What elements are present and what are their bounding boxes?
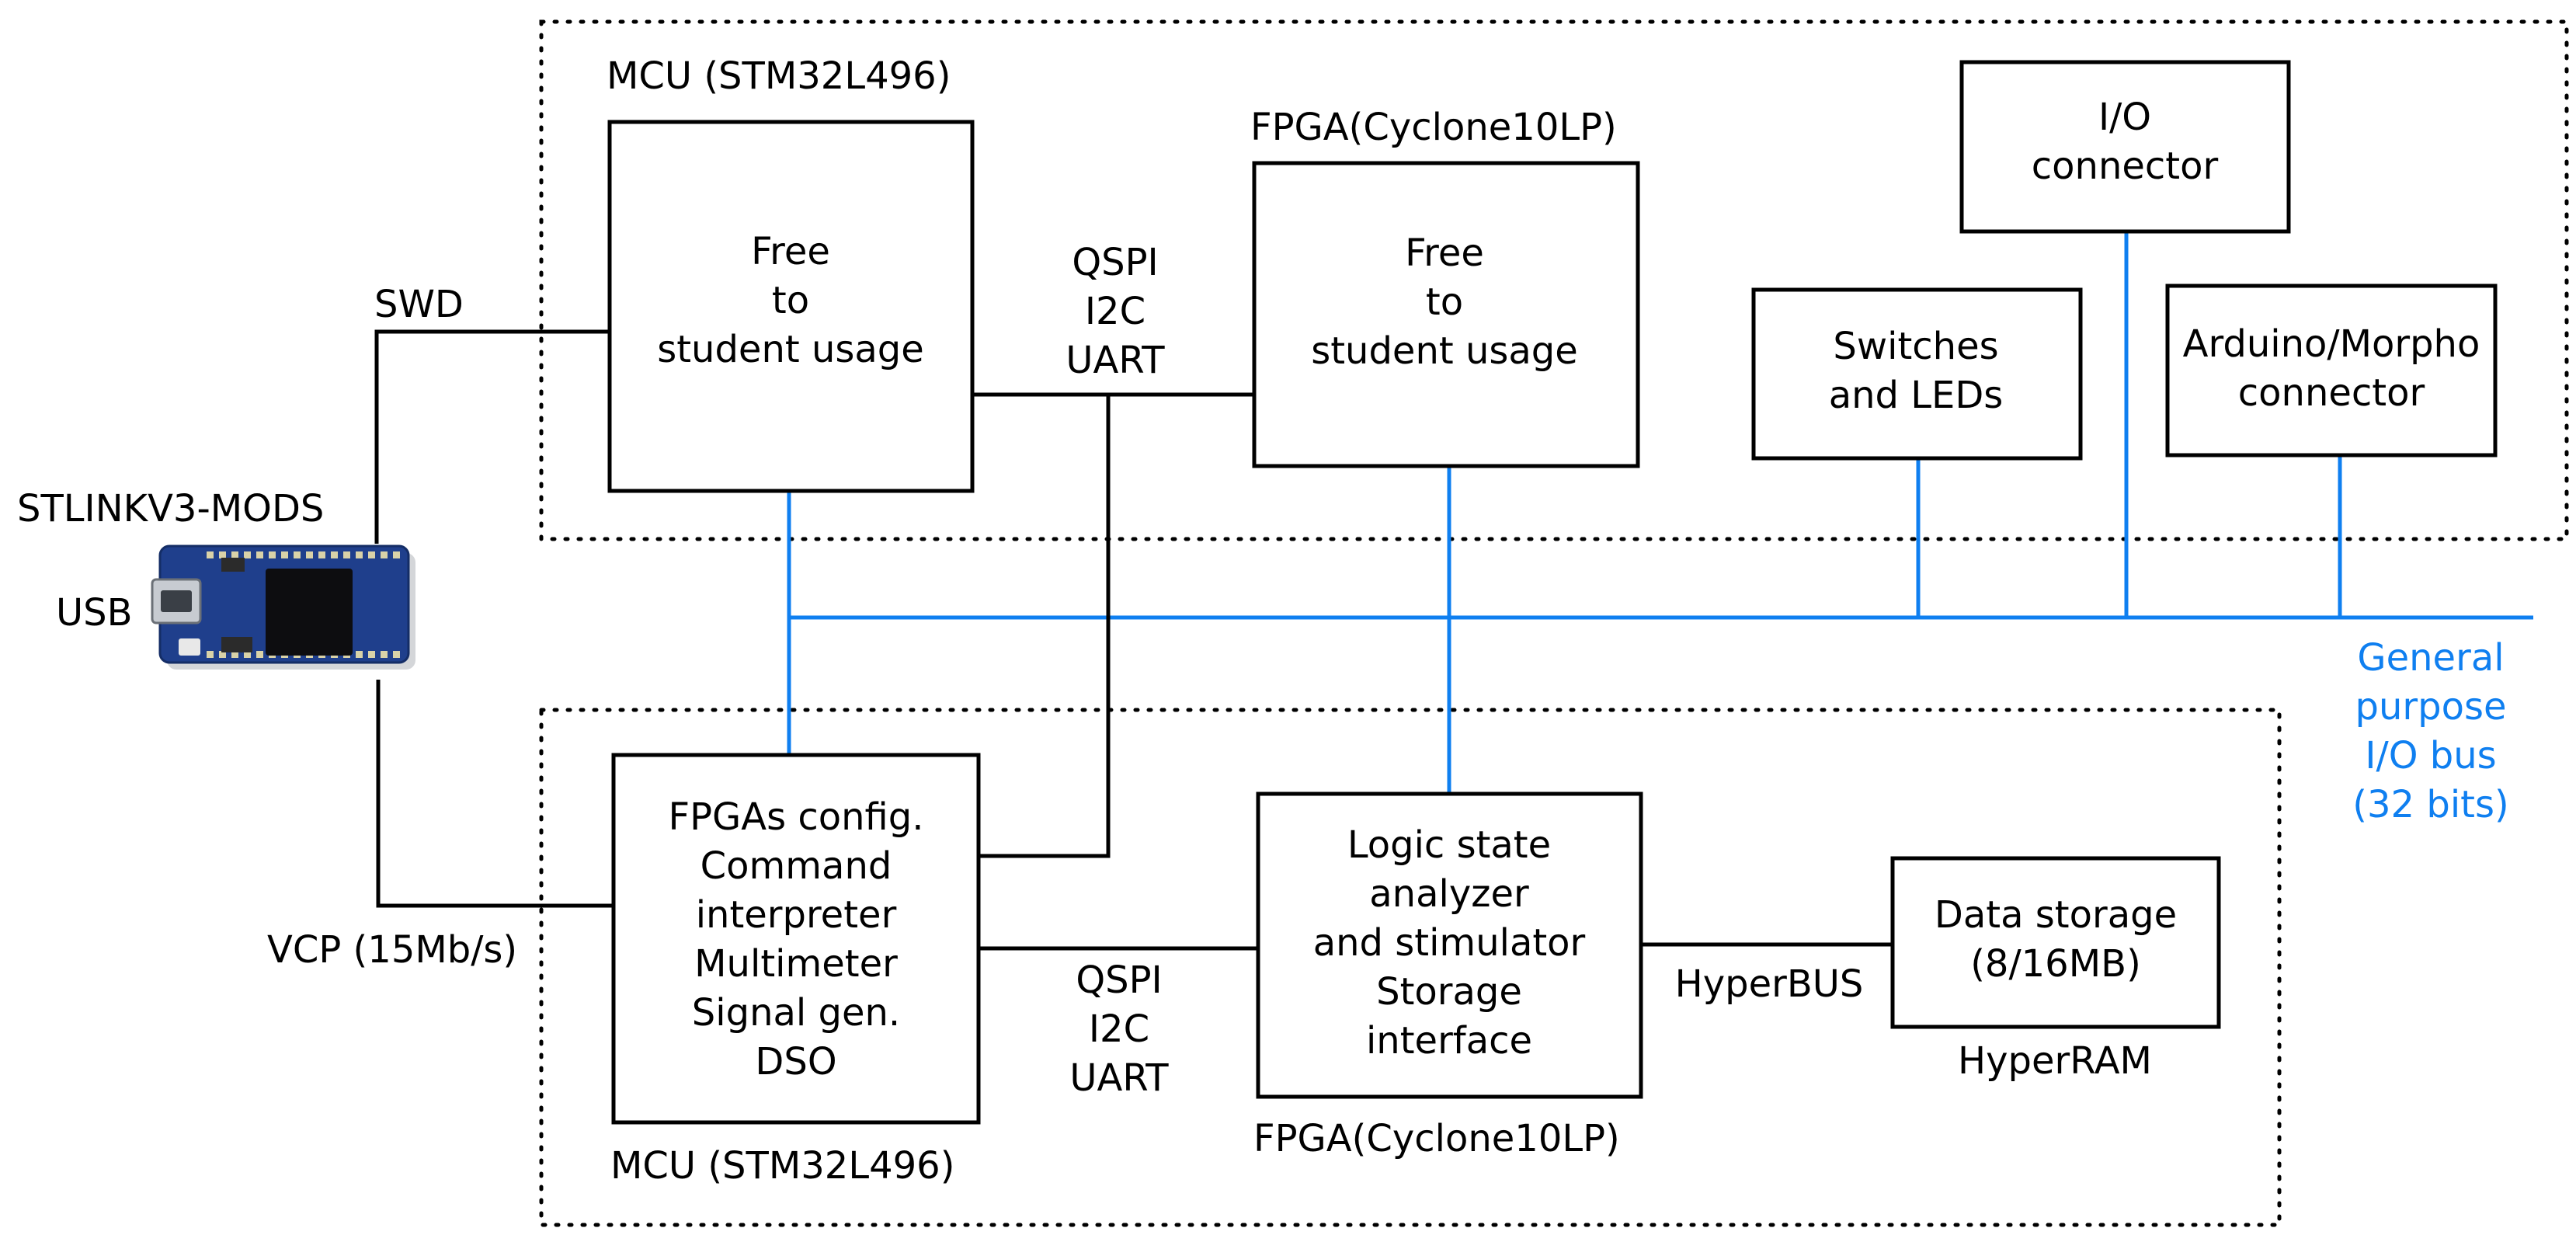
top-link-qspi: QSPI bbox=[1072, 241, 1158, 284]
bottom-mcu-line-6: DSO bbox=[755, 1040, 836, 1084]
header-pad bbox=[219, 551, 226, 558]
bottom-fpga-line-2: analyzer bbox=[1369, 872, 1529, 916]
header-pad bbox=[393, 551, 400, 558]
header-pad bbox=[381, 551, 388, 558]
header-pad bbox=[356, 551, 363, 558]
bottom-mcu-line-2: Command bbox=[700, 844, 892, 888]
top-mcu-line-1: Free bbox=[751, 230, 830, 273]
header-pad bbox=[393, 651, 400, 658]
top-fpga-line-1: Free bbox=[1405, 231, 1484, 275]
swd-wire bbox=[374, 329, 610, 544]
bottom-fpga-line-1: Logic state bbox=[1347, 823, 1551, 867]
data-storage-box bbox=[1890, 856, 2221, 1029]
swd-label: SWD bbox=[374, 283, 464, 326]
bottom-fpga-line-5: interface bbox=[1366, 1019, 1532, 1063]
stm32-chip-icon bbox=[266, 569, 353, 656]
top-mcu-caption: MCU (STM32L496) bbox=[607, 54, 951, 98]
usb-label: USB bbox=[56, 591, 133, 635]
stlinkv3-mods-board-icon bbox=[151, 544, 415, 670]
debugger-name: STLINKV3-MODS bbox=[17, 487, 324, 531]
header-pad bbox=[368, 651, 375, 658]
top-mcu-line-2: to bbox=[772, 279, 809, 322]
bottom-link-uart: UART bbox=[1069, 1056, 1169, 1100]
header-pad bbox=[368, 551, 375, 558]
top-link-i2c: I2C bbox=[1085, 290, 1145, 333]
io-connector-line-1: I/O bbox=[2098, 96, 2151, 139]
storage-caption: HyperRAM bbox=[1958, 1039, 2152, 1083]
top-link-uart: UART bbox=[1066, 339, 1165, 382]
header-pad bbox=[281, 551, 288, 558]
hyperbus-label: HyperBUS bbox=[1675, 962, 1864, 1006]
storage-line-1: Data storage bbox=[1935, 893, 2177, 937]
bottom-mcu-caption: MCU (STM32L496) bbox=[610, 1144, 954, 1188]
arduino-line-2: connector bbox=[2238, 371, 2425, 415]
top-fpga-box bbox=[1252, 161, 1640, 468]
header-pad bbox=[256, 551, 263, 558]
arduino-connector-box bbox=[2165, 284, 2498, 457]
header-pad bbox=[294, 551, 301, 558]
io-bus bbox=[787, 231, 2533, 794]
header-pad bbox=[231, 551, 238, 558]
top-mcu-line-3: student usage bbox=[657, 328, 924, 371]
bottom-link-qspi: QSPI bbox=[1076, 958, 1162, 1002]
vcp-wire bbox=[376, 680, 614, 908]
header-pad bbox=[356, 651, 363, 658]
switches-line-1: Switches bbox=[1833, 325, 1998, 368]
header-pad bbox=[318, 551, 325, 558]
io-connector-box bbox=[1959, 60, 2291, 234]
bottom-mcu-box bbox=[611, 753, 981, 1125]
switches-leds-box bbox=[1751, 287, 2083, 461]
header-pad bbox=[306, 551, 313, 558]
storage-line-2: (8/16MB) bbox=[1970, 942, 2141, 986]
header-pad bbox=[207, 651, 214, 658]
header-pad bbox=[269, 551, 276, 558]
header-pad bbox=[244, 651, 251, 658]
bus-label-line-1: General bbox=[2357, 636, 2504, 680]
header-pad bbox=[256, 651, 263, 658]
switches-line-2: and LEDs bbox=[1829, 374, 2004, 417]
bottom-fpga-line-3: and stimulator bbox=[1313, 921, 1586, 965]
top-fpga-line-3: student usage bbox=[1311, 329, 1578, 373]
wiring bbox=[374, 329, 1893, 951]
header-pad bbox=[381, 651, 388, 658]
top-link-to-bottom-mcu bbox=[979, 395, 1111, 858]
top-fpga-caption: FPGA(Cyclone10LP) bbox=[1250, 106, 1617, 149]
vcp-label: VCP (15Mb/s) bbox=[267, 928, 517, 972]
header-pad bbox=[331, 551, 338, 558]
bottom-mcu-line-4: Multimeter bbox=[694, 942, 898, 986]
header-pad bbox=[231, 651, 238, 658]
header-pad bbox=[343, 551, 350, 558]
bottom-mcu-line-5: Signal gen. bbox=[692, 991, 900, 1035]
bottom-fpga-line-4: Storage bbox=[1376, 970, 1522, 1014]
top-section-outline bbox=[539, 19, 2569, 541]
bottom-mcu-line-3: interpreter bbox=[696, 893, 897, 937]
top-mcu-box bbox=[607, 120, 975, 493]
io-connector-line-2: connector bbox=[2032, 144, 2219, 188]
top-fpga-line-2: to bbox=[1426, 280, 1463, 324]
bus-label-line-2: purpose bbox=[2355, 685, 2507, 729]
header-pad bbox=[244, 551, 251, 558]
bottom-section-outline bbox=[539, 708, 2282, 1227]
header-pad bbox=[219, 651, 226, 658]
bus-label-line-3: I/O bus bbox=[2365, 734, 2496, 778]
bottom-fpga-box bbox=[1256, 791, 1643, 1099]
header-pad bbox=[207, 551, 214, 558]
arduino-line-1: Arduino/Morpho bbox=[2183, 322, 2480, 366]
bus-label-line-4: (32 bits) bbox=[2352, 783, 2508, 826]
header-pads-top bbox=[207, 551, 400, 558]
bottom-mcu-line-1: FPGAs config. bbox=[669, 795, 924, 839]
bottom-link-i2c: I2C bbox=[1089, 1007, 1149, 1051]
bottom-fpga-caption: FPGA(Cyclone10LP) bbox=[1253, 1117, 1620, 1160]
